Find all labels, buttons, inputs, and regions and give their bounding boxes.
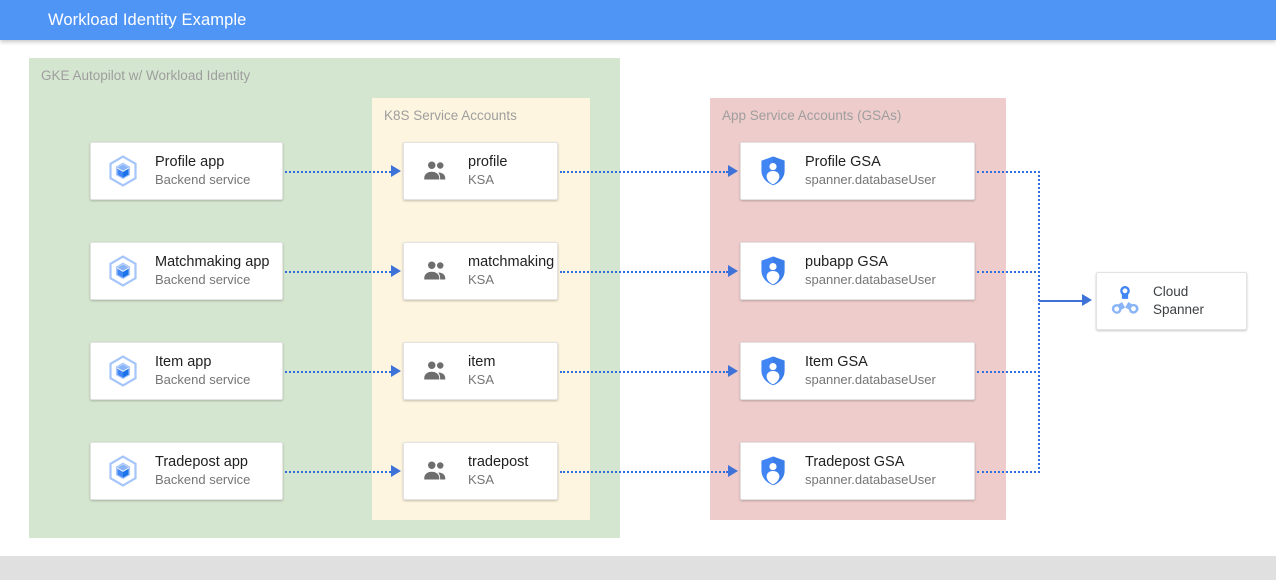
people-group-icon [416, 351, 456, 391]
card-title: Item GSA [805, 353, 868, 370]
card-app-item[interactable]: Item app Backend service [90, 342, 283, 400]
card-title-line1: Cloud [1153, 283, 1189, 299]
people-group-icon [416, 451, 456, 491]
card-title: Item app [155, 353, 212, 370]
card-text: Cloud Spanner [1153, 283, 1246, 320]
shield-person-icon [753, 351, 793, 391]
card-subtitle: KSA [468, 271, 495, 287]
card-title-line2: Spanner [1153, 301, 1205, 317]
card-text: pubapp GSA spanner.databaseUser [805, 253, 974, 290]
card-app-matchmaking[interactable]: Matchmaking app Backend service [90, 242, 283, 300]
gke-pod-icon [103, 151, 143, 191]
card-title: Profile app [155, 153, 225, 170]
card-gsa-profile[interactable]: Profile GSA spanner.databaseUser [740, 142, 975, 200]
gke-pod-icon [103, 451, 143, 491]
card-title: Tradepost GSA [805, 453, 905, 470]
card-subtitle: spanner.databaseUser [805, 471, 936, 487]
card-gsa-tradepost[interactable]: Tradepost GSA spanner.databaseUser [740, 442, 975, 500]
window-titlebar: Workload Identity Example [0, 0, 1276, 40]
card-title: Matchmaking app [155, 253, 270, 270]
card-subtitle: Backend service [155, 471, 251, 487]
window-title: Workload Identity Example [48, 11, 247, 29]
card-gsa-item[interactable]: Item GSA spanner.databaseUser [740, 342, 975, 400]
card-cloud-spanner[interactable]: Cloud Spanner [1096, 272, 1247, 330]
people-group-icon [416, 151, 456, 191]
card-title: Tradepost app [155, 453, 248, 470]
card-subtitle: Backend service [155, 171, 251, 187]
card-ksa-tradepost[interactable]: tradepost KSA [403, 442, 558, 500]
gke-pod-icon [103, 251, 143, 291]
card-text: Profile app Backend service [155, 153, 282, 190]
card-text: profile KSA [468, 153, 557, 190]
card-subtitle: Backend service [155, 271, 251, 287]
card-subtitle: spanner.databaseUser [805, 371, 936, 387]
shield-person-icon [753, 151, 793, 191]
card-subtitle: spanner.databaseUser [805, 171, 936, 187]
shield-person-icon [753, 451, 793, 491]
card-title: tradepost [468, 453, 529, 470]
card-text: Profile GSA spanner.databaseUser [805, 153, 974, 190]
gke-pod-icon [103, 351, 143, 391]
card-subtitle: Backend service [155, 371, 251, 387]
card-subtitle: KSA [468, 471, 495, 487]
card-subtitle: KSA [468, 171, 495, 187]
card-text: Item app Backend service [155, 353, 282, 390]
card-text: tradepost KSA [468, 453, 557, 490]
card-text: matchmaking KSA [468, 253, 557, 290]
group-app-service-accounts-label: App Service Accounts (GSAs) [722, 108, 902, 123]
card-title: Profile GSA [805, 153, 881, 170]
card-app-profile[interactable]: Profile app Backend service [90, 142, 283, 200]
card-text: Tradepost GSA spanner.databaseUser [805, 453, 974, 490]
card-text: Tradepost app Backend service [155, 453, 282, 490]
card-app-tradepost[interactable]: Tradepost app Backend service [90, 442, 283, 500]
group-k8s-service-accounts-label: K8S Service Accounts [384, 108, 517, 123]
card-text: Item GSA spanner.databaseUser [805, 353, 974, 390]
people-group-icon [416, 251, 456, 291]
card-ksa-matchmaking[interactable]: matchmaking KSA [403, 242, 558, 300]
card-title: pubapp GSA [805, 253, 889, 270]
shield-person-icon [753, 251, 793, 291]
card-ksa-item[interactable]: item KSA [403, 342, 558, 400]
card-title: item [468, 353, 496, 370]
card-title: profile [468, 153, 508, 170]
card-text: item KSA [468, 353, 557, 390]
bottom-strip [0, 556, 1276, 580]
card-ksa-profile[interactable]: profile KSA [403, 142, 558, 200]
diagram-canvas: GKE Autopilot w/ Workload Identity K8S S… [0, 40, 1276, 556]
card-text: Matchmaking app Backend service [155, 253, 282, 290]
card-subtitle: KSA [468, 371, 495, 387]
card-gsa-pubapp[interactable]: pubapp GSA spanner.databaseUser [740, 242, 975, 300]
cloud-spanner-icon [1105, 281, 1145, 321]
card-title: matchmaking [468, 253, 555, 270]
card-subtitle: spanner.databaseUser [805, 271, 936, 287]
group-gke-autopilot-label: GKE Autopilot w/ Workload Identity [41, 68, 251, 83]
